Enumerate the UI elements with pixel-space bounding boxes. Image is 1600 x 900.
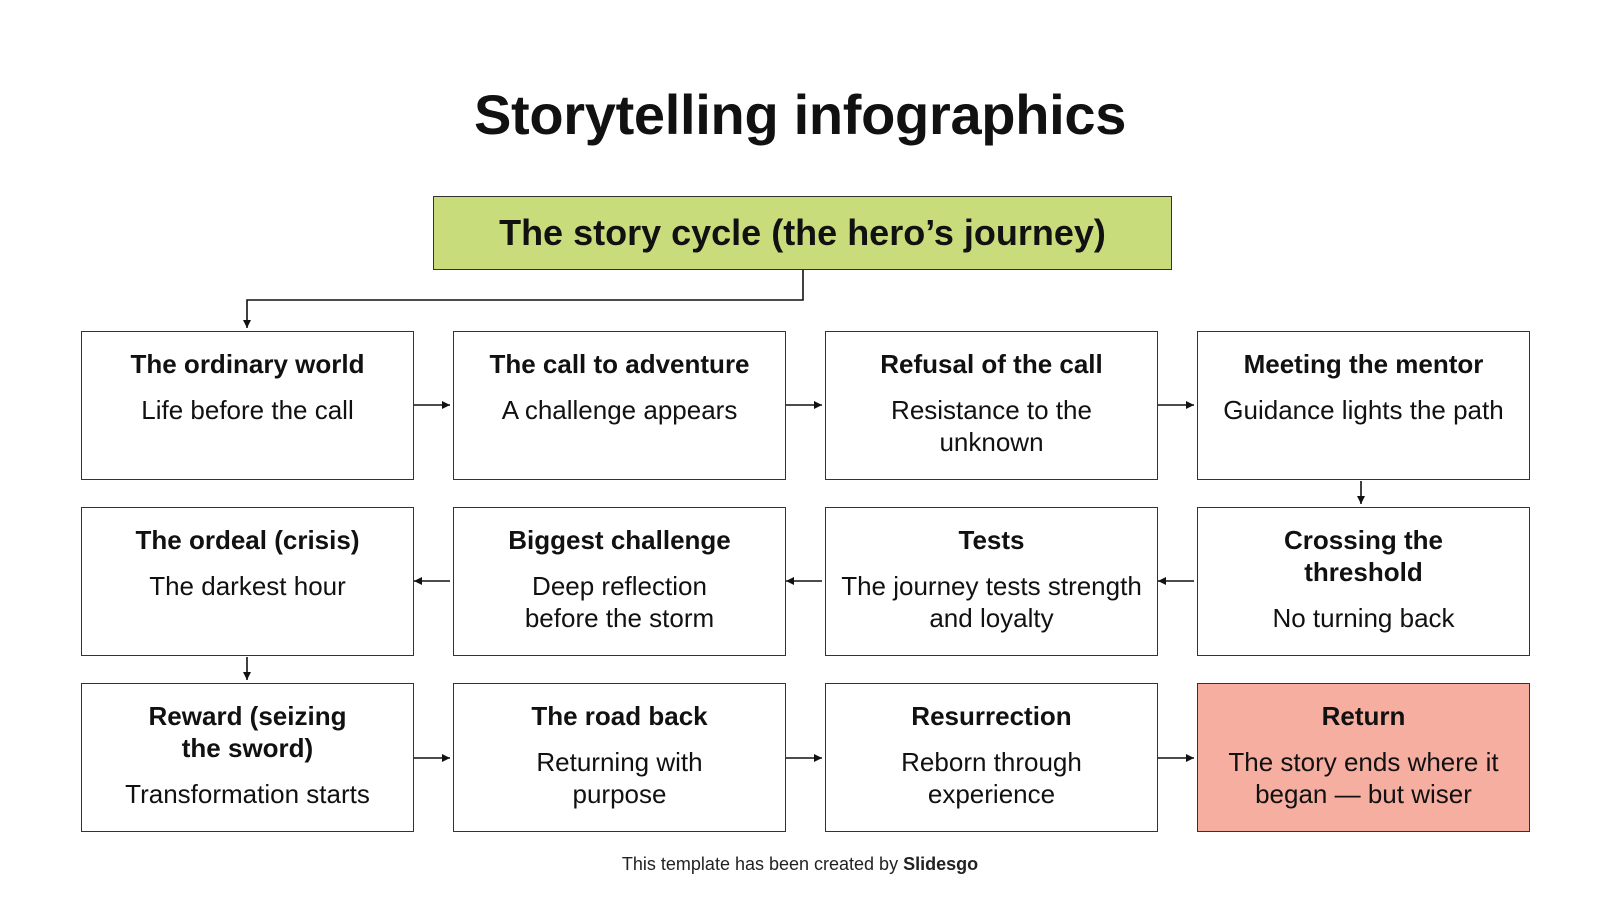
stage-description: Deep reflection before the storm	[524, 571, 715, 633]
stage-box-call-to-adventure: The call to adventure A challenge appear…	[453, 331, 786, 480]
connector-header-to-ordinary-world	[243, 270, 804, 328]
story-cycle-header-label: The story cycle (the hero’s journey)	[499, 212, 1106, 253]
stage-description: Resistance to the unknown	[891, 395, 1092, 457]
stage-box-ordinary-world: The ordinary world Life before the call	[81, 331, 414, 480]
stage-box-tests: Tests The journey tests strength and loy…	[825, 507, 1158, 656]
stage-box-reward: Reward (seizing the sword) Transformatio…	[81, 683, 414, 832]
stage-box-resurrection: Resurrection Reborn through experience	[825, 683, 1158, 832]
stage-description: Guidance lights the path	[1223, 395, 1504, 425]
stage-box-refusal-of-call: Refusal of the call Resistance to the un…	[825, 331, 1158, 480]
stage-title: Refusal of the call	[880, 349, 1103, 379]
stage-box-road-back: The road back Returning with purpose	[453, 683, 786, 832]
page-title: Storytelling infographics	[473, 83, 1127, 146]
stage-title: The ordinary world	[130, 349, 365, 379]
stage-description: Reborn through experience	[901, 747, 1082, 809]
footer-credit: This template has been created by Slides…	[0, 854, 1600, 875]
stage-title: The ordeal (crisis)	[135, 525, 360, 555]
stage-title: Return	[1321, 701, 1406, 731]
stage-description: Life before the call	[141, 395, 354, 425]
stage-title: Meeting the mentor	[1243, 349, 1484, 379]
stage-description: The journey tests strength and loyalty	[841, 571, 1142, 633]
stage-box-biggest-challenge: Biggest challenge Deep reflection before…	[453, 507, 786, 656]
footer-brand: Slidesgo	[903, 854, 979, 874]
stage-description: No turning back	[1272, 603, 1455, 633]
stage-box-ordeal: The ordeal (crisis) The darkest hour	[81, 507, 414, 656]
stage-title: Tests	[958, 525, 1025, 555]
stage-box-meeting-mentor: Meeting the mentor Guidance lights the p…	[1197, 331, 1530, 480]
stage-title: Crossing the threshold	[1284, 525, 1443, 587]
stage-description: Transformation starts	[125, 779, 370, 809]
stage-title: Biggest challenge	[508, 525, 731, 555]
stage-title: Resurrection	[911, 701, 1072, 731]
stage-title: The road back	[531, 701, 708, 731]
story-cycle-header: The story cycle (the hero’s journey)	[433, 196, 1172, 270]
stage-description: The darkest hour	[149, 571, 346, 601]
stage-box-crossing-threshold: Crossing the threshold No turning back	[1197, 507, 1530, 656]
footer-prefix: This template has been created by	[621, 854, 904, 874]
stage-title: Reward (seizing the sword)	[148, 701, 347, 763]
stage-description: A challenge appears	[501, 395, 738, 425]
stage-box-return: Return The story ends where it began — b…	[1197, 683, 1530, 832]
stage-description: Returning with purpose	[536, 747, 703, 809]
stage-description: The story ends where it began — but wise…	[1228, 747, 1499, 809]
stage-title: The call to adventure	[489, 349, 750, 379]
